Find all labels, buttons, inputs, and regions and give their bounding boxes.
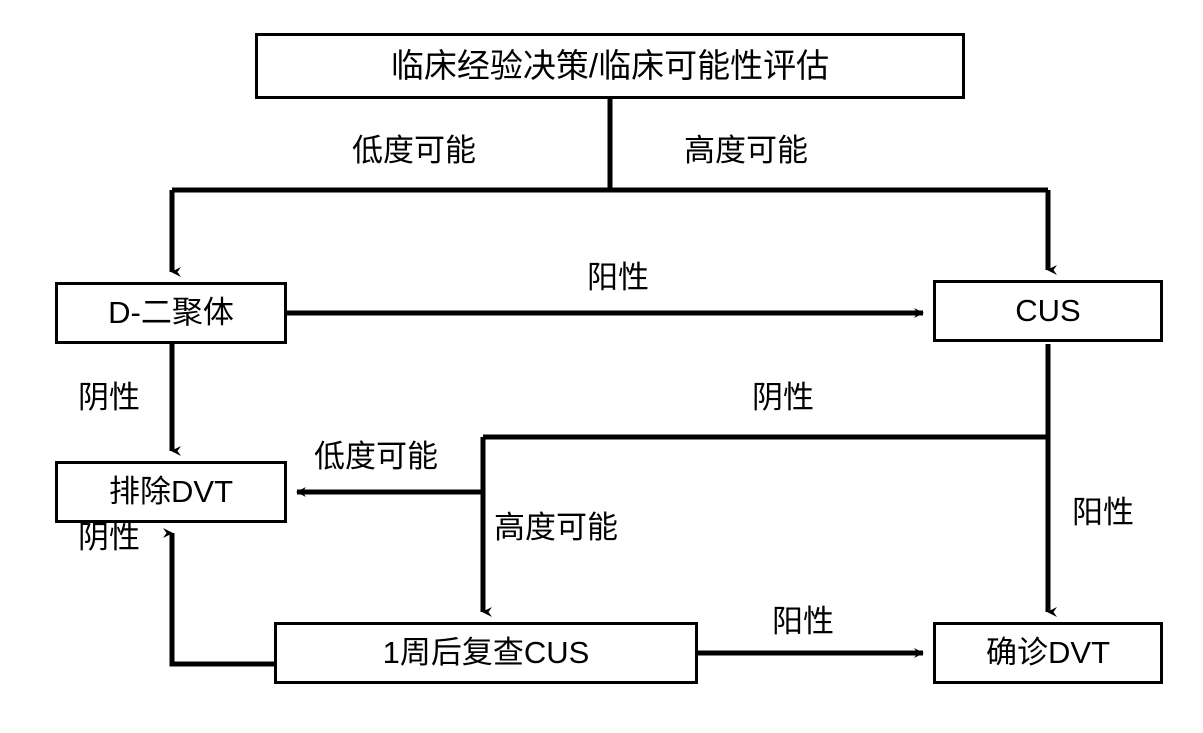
- node-exclude-dvt[interactable]: 排除DVT: [55, 461, 287, 523]
- node-confirm-dvt[interactable]: 确诊DVT: [933, 622, 1163, 684]
- node-d-dimer[interactable]: D-二聚体: [55, 282, 287, 344]
- node-cus-label: CUS: [1015, 292, 1081, 328]
- edge-label-low-probability-mid: 低度可能: [314, 439, 438, 474]
- node-confirm-dvt-label: 确诊DVT: [986, 634, 1110, 670]
- node-clinical-assessment[interactable]: 临床经验决策/临床可能性评估: [255, 33, 965, 99]
- node-cus[interactable]: CUS: [933, 280, 1163, 342]
- edge-repeat-cus-to-exclude-dvt: [163, 528, 274, 667]
- edge-label-high-probability-top: 高度可能: [684, 133, 808, 168]
- node-clinical-assessment-label: 临床经验决策/临床可能性评估: [390, 46, 830, 84]
- edge-label-positive-cus: 阳性: [1072, 495, 1134, 530]
- edge-label-positive-repeat-cus: 阳性: [772, 604, 834, 639]
- node-d-dimer-label: D-二聚体: [108, 294, 234, 330]
- edge-label-high-probability-mid: 高度可能: [494, 510, 618, 545]
- node-repeat-cus[interactable]: 1周后复查CUS: [274, 622, 698, 684]
- edge-label-negative-d-dimer: 阴性: [78, 380, 140, 415]
- edge-label-negative-repeat-cus: 阴性: [78, 520, 140, 555]
- edge-label-negative-cus: 阴性: [752, 380, 814, 415]
- node-exclude-dvt-label: 排除DVT: [109, 473, 233, 509]
- edge-label-low-probability-top: 低度可能: [352, 133, 476, 168]
- edge-label-positive-d-dimer: 阳性: [587, 260, 649, 295]
- node-repeat-cus-label: 1周后复查CUS: [382, 634, 590, 670]
